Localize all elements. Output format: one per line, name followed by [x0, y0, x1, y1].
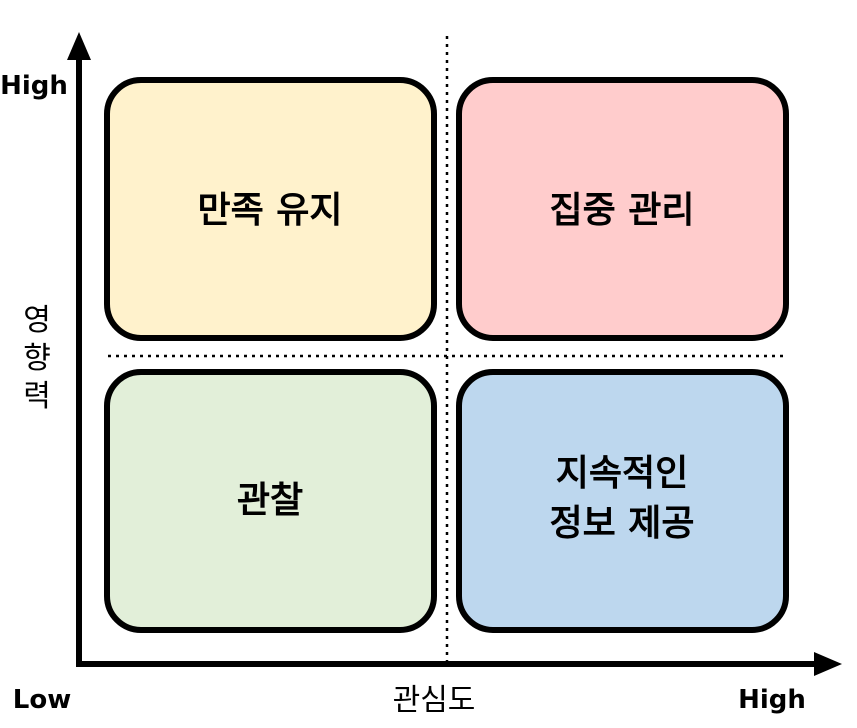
quadrant-bottom-right: 지속적인 정보 제공 — [456, 369, 789, 633]
quadrant-bottom-left: 관찰 — [104, 369, 437, 633]
quadrant-top-left: 만족 유지 — [104, 77, 437, 341]
x-axis-low-label: Low — [13, 685, 71, 715]
quadrant-bottom-right-label-line2: 정보 제공 — [549, 503, 694, 544]
quadrant-bottom-right-box — [456, 369, 789, 633]
quadrant-bottom-right-label-line1: 지속적인 — [556, 453, 688, 494]
y-axis-title-char-1: 영 — [23, 303, 51, 338]
quadrant-top-right: 집중 관리 — [456, 77, 789, 341]
y-axis-title-char-3: 력 — [23, 379, 51, 414]
x-axis-title: 관심도 — [393, 683, 476, 718]
y-axis-arrowhead-icon — [67, 32, 91, 60]
x-axis-high-label: High — [738, 685, 806, 715]
x-axis-arrowhead-icon — [814, 652, 842, 676]
quadrant-top-left-box — [104, 77, 437, 341]
quadrant-bottom-left-box — [104, 369, 437, 633]
quadrant-top-right-label: 집중 관리 — [549, 190, 694, 231]
quadrant-bottom-left-label: 관찰 — [237, 480, 303, 521]
y-axis-high-label: High — [0, 71, 68, 101]
y-axis-title-char-2: 향 — [23, 341, 51, 376]
quadrant-top-left-label: 만족 유지 — [197, 190, 342, 231]
quadrant-top-right-box — [456, 77, 789, 341]
